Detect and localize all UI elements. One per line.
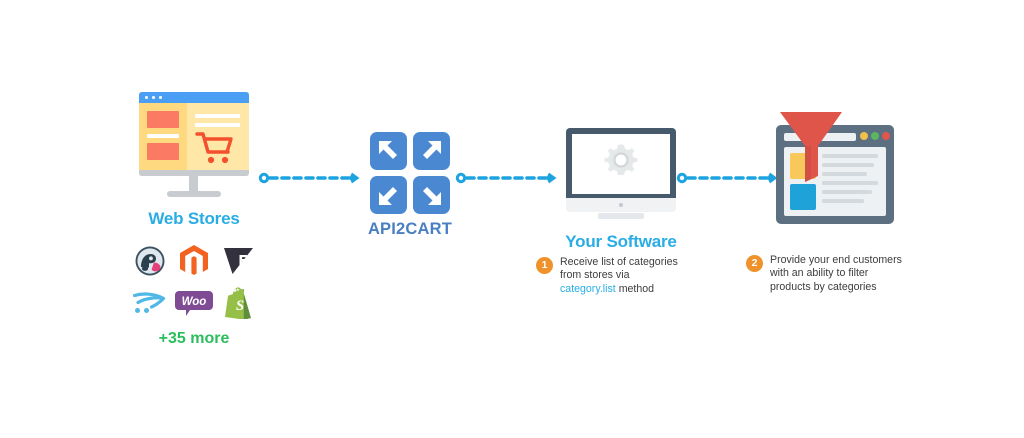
your-software-label: Your Software bbox=[565, 232, 677, 251]
web-store-screen bbox=[139, 92, 249, 176]
platform-logo-shopify: S bbox=[217, 284, 259, 322]
browser-dot-green bbox=[871, 132, 879, 140]
browser-window-funnel-filter-icon bbox=[768, 112, 898, 224]
svg-text:Woo: Woo bbox=[182, 296, 207, 308]
svg-text:S: S bbox=[236, 298, 244, 314]
connector-api2cart-to-software bbox=[455, 172, 557, 184]
gear-icon bbox=[604, 144, 638, 175]
platform-logo-opencart bbox=[129, 284, 171, 322]
titlebar-dot bbox=[145, 96, 148, 99]
content-line bbox=[822, 199, 864, 203]
web-store-divider bbox=[147, 134, 179, 138]
platform-logo-bigcommerce bbox=[217, 242, 259, 280]
web-store-block bbox=[147, 143, 179, 160]
step-2: 2 Provide your end customers with an abi… bbox=[746, 254, 908, 294]
api2cart-label: API2CART bbox=[367, 220, 453, 238]
prestashop-logo bbox=[135, 246, 165, 276]
content-line bbox=[822, 163, 874, 167]
product-thumbnail-blue bbox=[790, 184, 816, 210]
monitor-stand-base bbox=[167, 191, 221, 197]
shopping-cart-icon bbox=[195, 132, 233, 164]
step-1-code-link[interactable]: category.list bbox=[560, 282, 616, 295]
content-line bbox=[822, 172, 867, 176]
woocommerce-logo: Woo bbox=[175, 291, 213, 316]
web-stores-label: Web Stores bbox=[148, 209, 240, 228]
stage-your-software: Your Software bbox=[536, 128, 706, 252]
browser-window bbox=[776, 125, 894, 224]
web-store-text-line bbox=[195, 114, 240, 118]
api2cart-four-arrows-logo bbox=[370, 132, 450, 214]
monitor-indicator-dot bbox=[619, 203, 623, 207]
titlebar-dot bbox=[152, 96, 155, 99]
web-store-screen-base bbox=[139, 170, 249, 176]
web-store-titlebar bbox=[139, 92, 249, 103]
monitor-stand-foot bbox=[598, 213, 644, 219]
stage-filter-result bbox=[760, 112, 940, 224]
step-1-text: Receive list of categories from stores v… bbox=[560, 256, 688, 296]
platform-logo-magento bbox=[173, 242, 215, 280]
funnel-filter-icon bbox=[780, 112, 842, 182]
magento-logo bbox=[180, 245, 208, 275]
step-2-badge: 2 bbox=[746, 255, 763, 272]
shopify-logo: S bbox=[225, 287, 251, 319]
web-store-block bbox=[147, 111, 179, 128]
platform-logo-woocommerce: Woo bbox=[173, 284, 215, 322]
opencart-logo bbox=[133, 292, 166, 313]
more-platforms-label: +35 more bbox=[158, 330, 230, 347]
step-1-badge: 1 bbox=[536, 257, 553, 274]
content-line bbox=[822, 181, 878, 185]
content-line bbox=[822, 190, 872, 194]
bigcommerce-logo bbox=[224, 248, 253, 274]
monitor-stand-neck bbox=[189, 176, 198, 192]
web-store-text-line bbox=[195, 123, 240, 127]
connector-software-to-filter bbox=[676, 172, 778, 184]
step-1-text-before: Receive list of categories from stores v… bbox=[560, 256, 678, 282]
browser-dot-yellow bbox=[860, 132, 868, 140]
stage-api2cart: API2CART bbox=[366, 132, 454, 239]
browser-dot-red bbox=[882, 132, 890, 140]
titlebar-dot bbox=[159, 96, 162, 99]
browser-page-content bbox=[784, 147, 886, 216]
platform-logo-grid: Woo S bbox=[128, 242, 260, 322]
desktop-monitor-gear-icon bbox=[566, 128, 676, 220]
step-1: 1 Receive list of categories from stores… bbox=[536, 256, 688, 296]
web-store-monitor-icon bbox=[139, 92, 249, 200]
step-1-text-after: method bbox=[615, 282, 655, 295]
content-line bbox=[822, 154, 878, 158]
connector-webstores-to-api2cart bbox=[258, 172, 360, 184]
step-2-text: Provide your end customers with an abili… bbox=[770, 254, 902, 293]
platform-logo-prestashop bbox=[129, 242, 171, 280]
stage-web-stores: Web Stores bbox=[128, 92, 260, 348]
